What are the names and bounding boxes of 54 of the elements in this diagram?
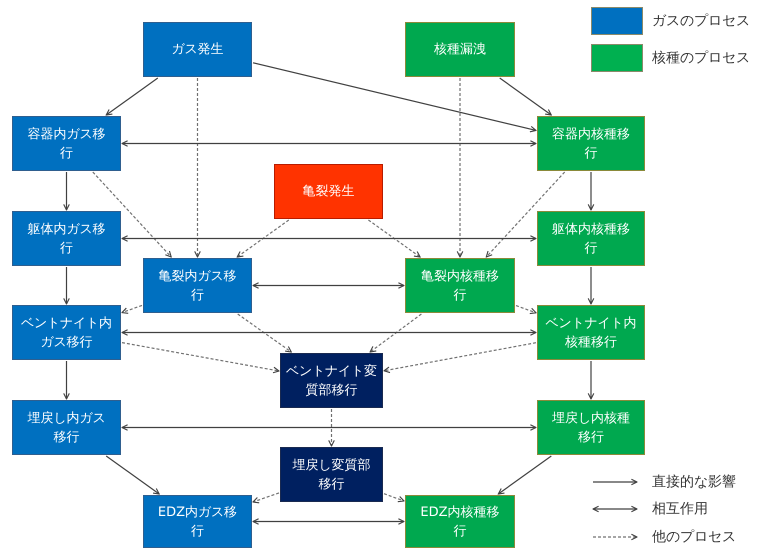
arrow [63, 361, 70, 400]
arrow [456, 78, 464, 258]
legend-label: ガスのプロセス [652, 12, 750, 31]
legend-label: 他のプロセス [652, 528, 736, 547]
process-box: 亀裂発生 [274, 164, 383, 219]
arrow [486, 172, 566, 258]
arrow [368, 220, 421, 258]
arrow [588, 361, 594, 400]
process-box: ベントナイト内核種移行 [537, 305, 645, 360]
arrow [121, 304, 142, 314]
arrow [516, 305, 537, 314]
arrow [194, 78, 201, 258]
arrow [328, 409, 335, 447]
process-box: 躯体内核種移行 [537, 211, 645, 266]
process-box: 容器内核種移行 [537, 116, 645, 171]
arrow [588, 267, 594, 305]
arrow [122, 342, 280, 374]
arrow [92, 172, 172, 258]
process-box: 亀裂内核種移行 [405, 258, 515, 313]
arrow [106, 456, 160, 495]
arrow [252, 282, 405, 289]
process-box: 躯体内ガス移行 [12, 211, 121, 266]
arrow [252, 518, 405, 525]
process-box: 亀裂内ガス移行 [143, 258, 252, 313]
legend-label: 核種のプロセス [652, 49, 750, 68]
process-box: 容器内ガス移行 [12, 116, 121, 171]
arrow [121, 424, 537, 431]
process-box: ガス発生 [143, 22, 252, 77]
process-box: 埋戻し内ガス移行 [12, 400, 121, 455]
arrow [63, 172, 70, 211]
process-box: 核種漏洩 [405, 22, 515, 77]
arrow [252, 62, 537, 132]
arrow [121, 235, 537, 242]
process-box: ベントナイト変質部移行 [280, 353, 383, 408]
arrow [236, 220, 290, 258]
arrow [106, 78, 158, 116]
arrow [370, 314, 422, 353]
arrow [384, 493, 405, 502]
arrow [252, 492, 280, 504]
arrow [498, 456, 552, 495]
arrow [237, 314, 292, 353]
arrow [63, 267, 70, 305]
arrow [499, 78, 552, 116]
arrow [588, 172, 594, 211]
process-box: EDZ内核種移行 [405, 495, 515, 548]
process-box: ベントナイト内ガス移行 [12, 305, 121, 360]
process-box: 埋戻し変質部移行 [280, 447, 383, 502]
arrow [121, 140, 537, 147]
process-box: EDZ内ガス移行 [143, 495, 252, 548]
legend-label: 相互作用 [652, 500, 708, 519]
process-box: 埋戻し内核種移行 [537, 400, 645, 455]
legend-label: 直接的な影響 [652, 473, 736, 492]
arrow [383, 342, 536, 374]
arrow [121, 329, 537, 336]
